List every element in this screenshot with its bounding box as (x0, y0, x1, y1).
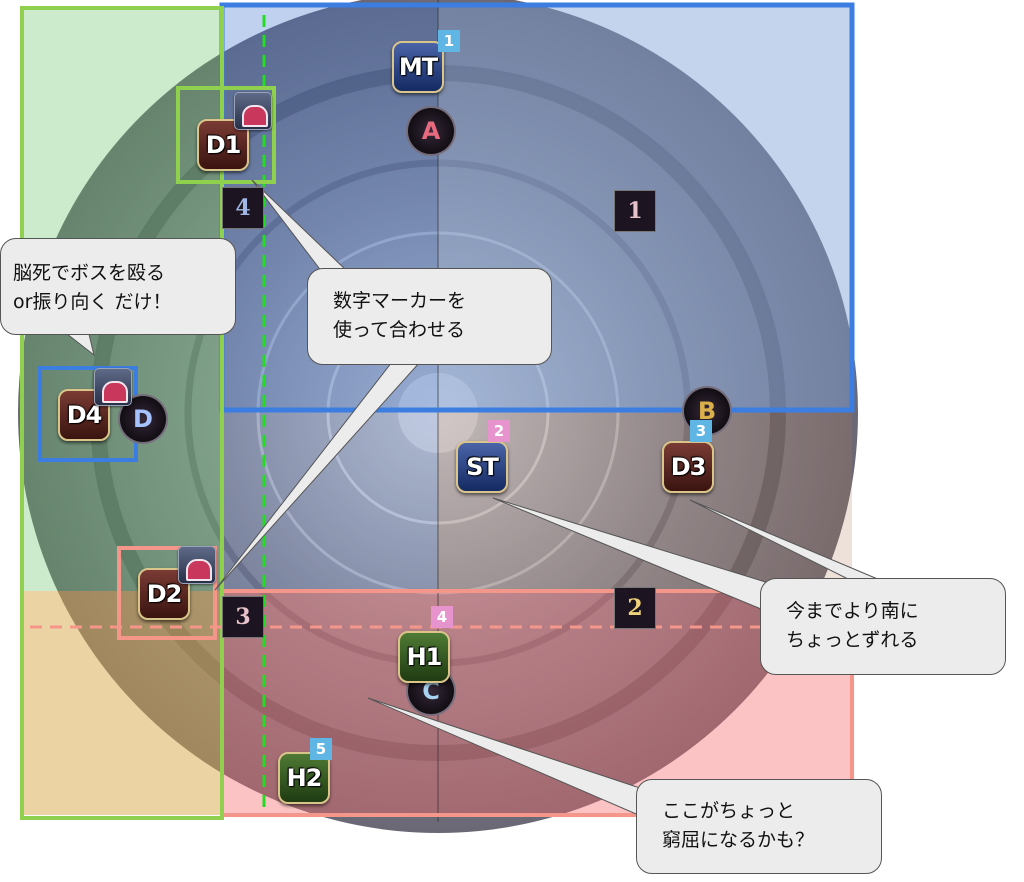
d4-role-action-icon (94, 368, 132, 406)
callout-number-markers: 数字マーカーを 使って合わせる (307, 268, 552, 365)
callout-cramped-line2: 窮屈になるかも？ (662, 829, 815, 851)
d2-role-action-icon (178, 546, 216, 584)
waymark-a-icon: A (406, 106, 456, 156)
party-st: ST (456, 441, 508, 493)
d1-role-action-icon (234, 92, 272, 130)
callout-cramped: ここがちょっと 窮屈になるかも？ (636, 779, 882, 874)
callout-top-left-line1: 脳死でボスを殴る (13, 262, 166, 284)
party-d3-number: 3 (690, 420, 712, 442)
callout-south-shift-line1: 今までより南に (786, 600, 919, 622)
callout-cramped-line1: ここがちょっと (662, 800, 796, 822)
green-zone-border (20, 6, 224, 820)
party-h1: H1 (398, 631, 450, 683)
party-mt: MT (392, 41, 444, 93)
callout-top-left-line2: or振り向く だけ！ (13, 291, 172, 313)
callout-number-markers-line2: 使って合わせる (333, 319, 466, 341)
party-d4: D4 (58, 389, 110, 441)
orange-zone-tint (22, 591, 222, 815)
callout-number-markers-line1: 数字マーカーを (333, 290, 467, 312)
waymark-1-icon: 1 (614, 190, 656, 232)
party-h2: H2 (278, 752, 330, 804)
party-mt-number: 1 (438, 30, 460, 52)
d1-highlight-box (176, 86, 276, 184)
callout-top-left: 脳死でボスを殴る or振り向く だけ！ (0, 238, 236, 335)
party-h2-number: 5 (310, 738, 332, 760)
waymark-2-icon: 2 (614, 587, 656, 629)
d2-highlight-box (117, 546, 217, 640)
west-mid-tint (222, 410, 438, 591)
waymark-4-icon: 4 (222, 187, 264, 229)
callout-south-shift: 今までより南に ちょっとずれる (760, 578, 1006, 675)
party-d3: D3 (662, 441, 714, 493)
party-st-number: 2 (488, 420, 510, 442)
waymark-3-icon: 3 (222, 596, 264, 638)
callout-south-shift-line2: ちょっとずれる (786, 629, 919, 651)
party-h1-number: 4 (431, 606, 453, 628)
